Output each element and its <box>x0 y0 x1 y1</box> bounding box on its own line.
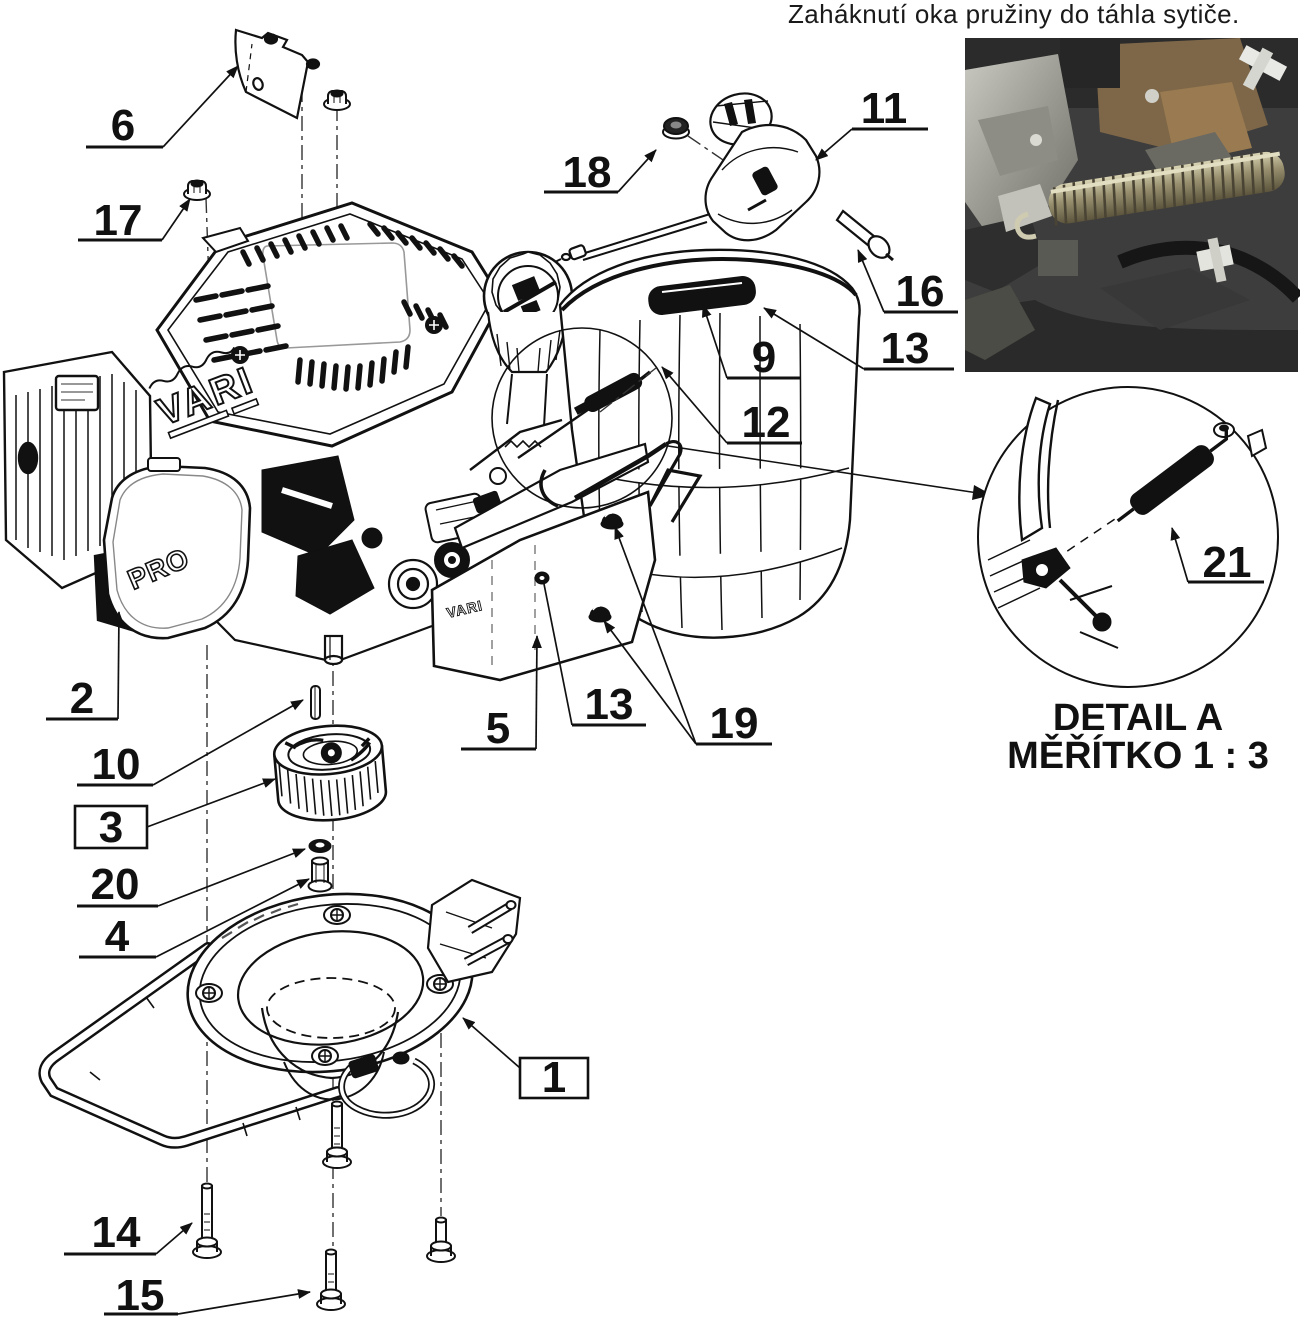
flange-nut-17 <box>183 179 211 201</box>
spring-12 <box>517 367 657 459</box>
callout-19: 19 <box>710 699 759 748</box>
callout-4: 4 <box>105 912 130 961</box>
shackle <box>338 1051 436 1119</box>
bolt-14 <box>192 1182 222 1259</box>
callout-13-grommet: 13 <box>585 680 634 729</box>
throttle-control <box>552 92 821 264</box>
callout-21: 21 <box>1203 538 1252 587</box>
deflector-assembly: VARI <box>430 440 703 682</box>
pto-hub <box>387 558 439 610</box>
nut-18 <box>662 117 690 140</box>
clutch-drum-3 <box>272 724 388 822</box>
pin-16 <box>835 209 894 262</box>
crankshaft-stub <box>323 634 344 666</box>
callout-14: 14 <box>92 1208 141 1257</box>
key-10 <box>310 685 321 720</box>
callout-10: 10 <box>92 740 141 789</box>
intake-manifold <box>261 455 383 615</box>
engine-shroud <box>155 201 504 448</box>
spacer-4 <box>307 856 333 893</box>
cap-nut-lower-19 <box>588 605 612 623</box>
callout-box-1 <box>518 1056 590 1100</box>
detail-a-title: DETAIL A <box>1053 697 1223 739</box>
detail-a-scale: MĚŘÍTKO 1 : 3 <box>1007 733 1269 777</box>
callout-9: 9 <box>752 333 776 382</box>
photo-caption: Zaháknutí oka pružiny do táhla sytiče. <box>788 0 1240 29</box>
detail-balloon <box>491 327 992 509</box>
callout-3: 3 <box>99 803 123 852</box>
air-cleaner-cover: PRO <box>102 457 252 640</box>
texts: Zaháknutí oka pružiny do táhla sytiče. 6… <box>70 0 1269 1318</box>
bolt-15 <box>316 1248 346 1311</box>
plate-screws <box>195 905 459 1066</box>
callout-2: 2 <box>70 674 94 723</box>
detail-spring-21 <box>1116 429 1229 523</box>
callout-11: 11 <box>861 84 908 133</box>
mount-bracket <box>234 28 321 120</box>
grommet-13 <box>534 571 550 585</box>
bolt-under-plate <box>322 1100 352 1169</box>
callout-18: 18 <box>563 148 612 197</box>
detail-a-view <box>977 386 1279 688</box>
plate-bracket <box>426 878 522 984</box>
callout-12: 12 <box>742 398 791 447</box>
callout-16: 16 <box>896 267 945 316</box>
callout-17: 17 <box>94 196 143 245</box>
washer-20 <box>308 839 332 853</box>
handle-tube <box>38 942 344 1149</box>
callout-20: 20 <box>91 860 140 909</box>
callout-1: 1 <box>542 1053 566 1102</box>
photo-inset <box>965 38 1300 372</box>
callout-6: 6 <box>111 101 135 150</box>
fuel-cap <box>482 250 574 427</box>
callout-5: 5 <box>486 704 510 753</box>
base-plate <box>38 878 522 1149</box>
flange-nut-top <box>323 89 351 111</box>
bolt-right <box>426 1216 456 1263</box>
callout-13-rod: 13 <box>881 324 930 373</box>
callout-leaders <box>46 65 1264 1316</box>
callout-15: 15 <box>116 1271 165 1318</box>
